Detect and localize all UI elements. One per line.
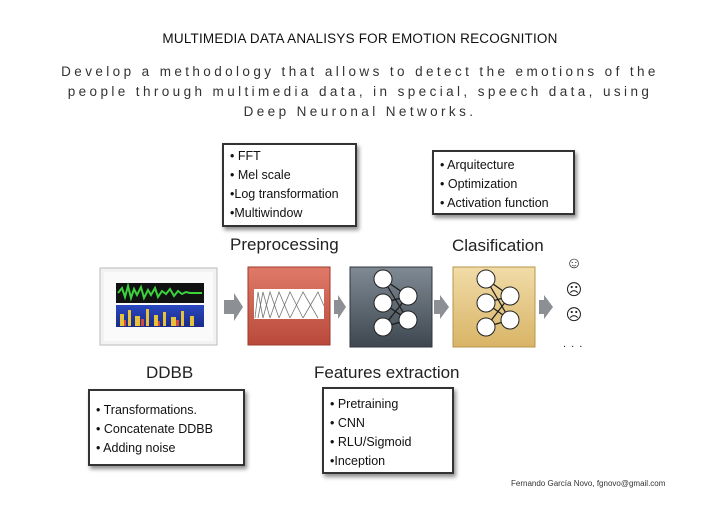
stage-label-ddbb: DDBB — [146, 363, 194, 382]
list-item: • Activation function — [440, 196, 549, 210]
subtitle-line: Deep Neuronal Networks. — [243, 104, 477, 119]
list-item: •Inception — [330, 454, 386, 468]
page-title: MULTIMEDIA DATA ANALISYS FOR EMOTION REC… — [162, 31, 558, 46]
neural-network-icon — [452, 266, 536, 348]
author-credit: Fernando García Novo, fgnovo@gmail.com — [511, 479, 666, 488]
list-item: • Arquitecture — [440, 158, 515, 172]
neural-network-icon — [349, 266, 433, 348]
arrow-right-icon — [224, 293, 243, 321]
list-item: • FFT — [230, 149, 261, 163]
smiley-icon: ☺ — [565, 255, 583, 272]
neutral-face-icon: ☹ — [565, 307, 583, 324]
arrow-right-icon — [539, 295, 553, 319]
stage-label-preprocessing: Preprocessing — [230, 235, 339, 254]
page-subtitle: Develop a methodology that allows to det… — [40, 62, 680, 122]
ddbb-box: • Transformations. • Concatenate DDBB • … — [88, 389, 245, 466]
spectrogram-icon — [99, 267, 218, 346]
list-item: •Multiwindow — [230, 206, 303, 220]
features-box: • Pretraining • CNN • RLU/Sigmoid •Incep… — [322, 387, 454, 474]
arrow-right-icon — [434, 295, 449, 319]
stage-label-features: Features extraction — [314, 363, 460, 382]
list-item: • Pretraining — [330, 397, 399, 411]
list-item: • Adding noise — [96, 441, 176, 455]
list-item: • Transformations. — [96, 403, 197, 417]
subtitle-line: Develop a methodology that allows to det… — [61, 64, 659, 79]
list-item: • Mel scale — [230, 168, 291, 182]
arrow-right-icon — [334, 295, 346, 319]
mel-filterbank-icon — [247, 266, 331, 346]
frown-icon: ☹ — [565, 282, 583, 299]
subtitle-line: people through multimedia data, in speci… — [67, 84, 653, 99]
more-emotions-ellipsis: . . . — [563, 338, 584, 350]
stage-label-classification: Clasification — [452, 236, 544, 255]
list-item: • Optimization — [440, 177, 518, 191]
list-item: • RLU/Sigmoid — [330, 435, 412, 449]
classification-box: • Arquitecture • Optimization • Activati… — [432, 150, 575, 215]
list-item: •Log transformation — [230, 187, 339, 201]
list-item: • Concatenate DDBB — [96, 422, 213, 436]
preprocessing-box: • FFT • Mel scale •Log transformation •M… — [222, 143, 357, 227]
pipeline-diagram — [99, 266, 553, 348]
list-item: • CNN — [330, 416, 365, 430]
